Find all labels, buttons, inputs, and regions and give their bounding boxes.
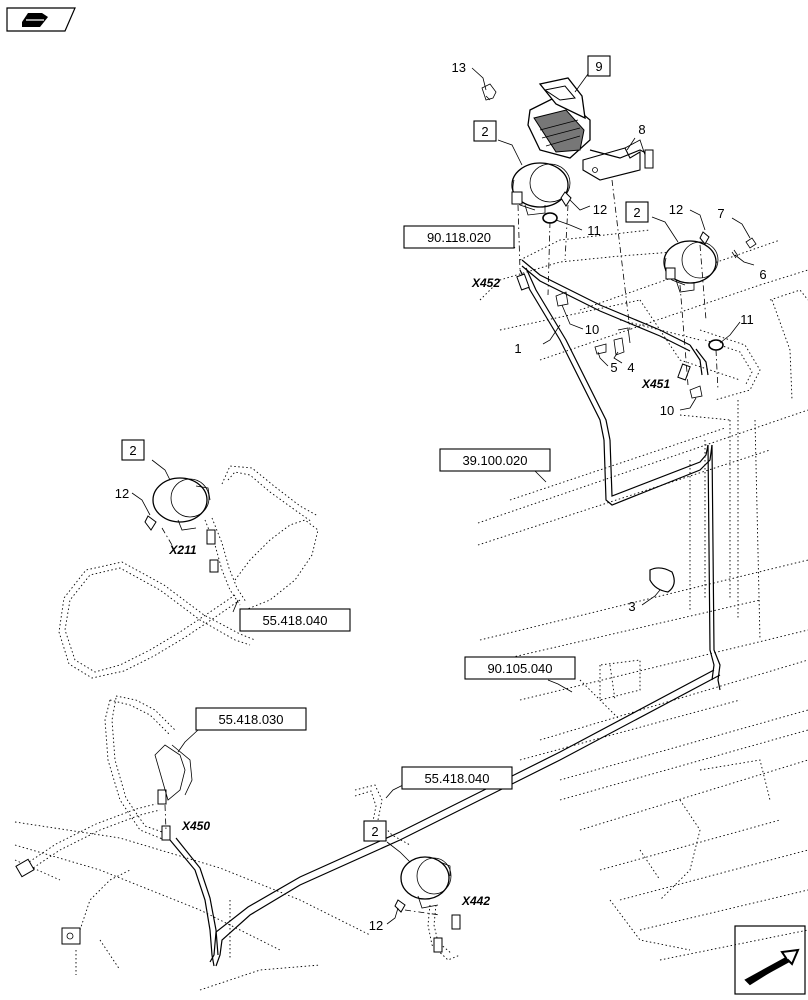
callout-12: 12 bbox=[593, 202, 607, 217]
callout-11: 11 bbox=[740, 312, 754, 327]
reference-90-105-040: 90.105.040 bbox=[487, 661, 552, 676]
connector-label-x450: X450 bbox=[181, 819, 210, 833]
work-light-upper-left bbox=[511, 162, 571, 216]
next-page-arrow-icon[interactable] bbox=[734, 925, 806, 995]
connector-label-x442: X442 bbox=[461, 894, 490, 908]
connector-plugs bbox=[15, 273, 691, 953]
callout-2: 2 bbox=[129, 443, 136, 458]
connector-label-x451: X451 bbox=[641, 377, 670, 391]
callout-3: 3 bbox=[628, 599, 635, 614]
callout-2: 2 bbox=[633, 205, 640, 220]
work-light-lower bbox=[400, 856, 452, 909]
work-light-left bbox=[152, 477, 211, 531]
book-back-icon[interactable] bbox=[6, 7, 76, 32]
callout-2: 2 bbox=[481, 124, 488, 139]
reference-90-118-020: 90.118.020 bbox=[427, 230, 491, 245]
callout-11: 11 bbox=[587, 223, 601, 238]
left-loop-harness bbox=[58, 465, 319, 679]
callout-12: 12 bbox=[669, 202, 683, 217]
callout-boxes bbox=[121, 55, 649, 842]
leader-lines bbox=[131, 67, 755, 925]
callout-10: 10 bbox=[660, 403, 674, 418]
callout-labels: 9 2 2 2 2 13 8 12 12 12 12 7 6 11 11 10 … bbox=[115, 59, 767, 933]
reference-39-100-020: 39.100.020 bbox=[462, 453, 527, 468]
alignment-lines bbox=[161, 179, 719, 916]
callout-4: 4 bbox=[627, 360, 634, 375]
long-harness bbox=[169, 669, 721, 967]
callout-12: 12 bbox=[115, 486, 129, 501]
connector-label-x211: X211 bbox=[168, 543, 196, 557]
work-light-upper-right bbox=[663, 240, 719, 293]
beacon-light bbox=[527, 77, 591, 159]
callout-13: 13 bbox=[452, 60, 466, 75]
reference-55-418-030: 55.418.030 bbox=[218, 712, 283, 727]
callout-5: 5 bbox=[610, 360, 617, 375]
reference-55-418-040: 55.418.040 bbox=[424, 771, 489, 786]
connector-label-x452: X452 bbox=[471, 276, 500, 290]
callout-2: 2 bbox=[371, 824, 378, 839]
callout-9: 9 bbox=[595, 59, 602, 74]
callout-12: 12 bbox=[369, 918, 383, 933]
callout-8: 8 bbox=[638, 122, 645, 137]
callout-1: 1 bbox=[514, 341, 521, 356]
bracket bbox=[582, 139, 654, 181]
callout-6: 6 bbox=[759, 267, 766, 282]
reference-55-418-040: 55.418.040 bbox=[262, 613, 327, 628]
callout-7: 7 bbox=[717, 206, 724, 221]
callout-10: 10 bbox=[585, 322, 599, 337]
mid-left-harness bbox=[25, 695, 176, 975]
upper-harness bbox=[519, 259, 761, 691]
machine-frame bbox=[14, 229, 808, 991]
